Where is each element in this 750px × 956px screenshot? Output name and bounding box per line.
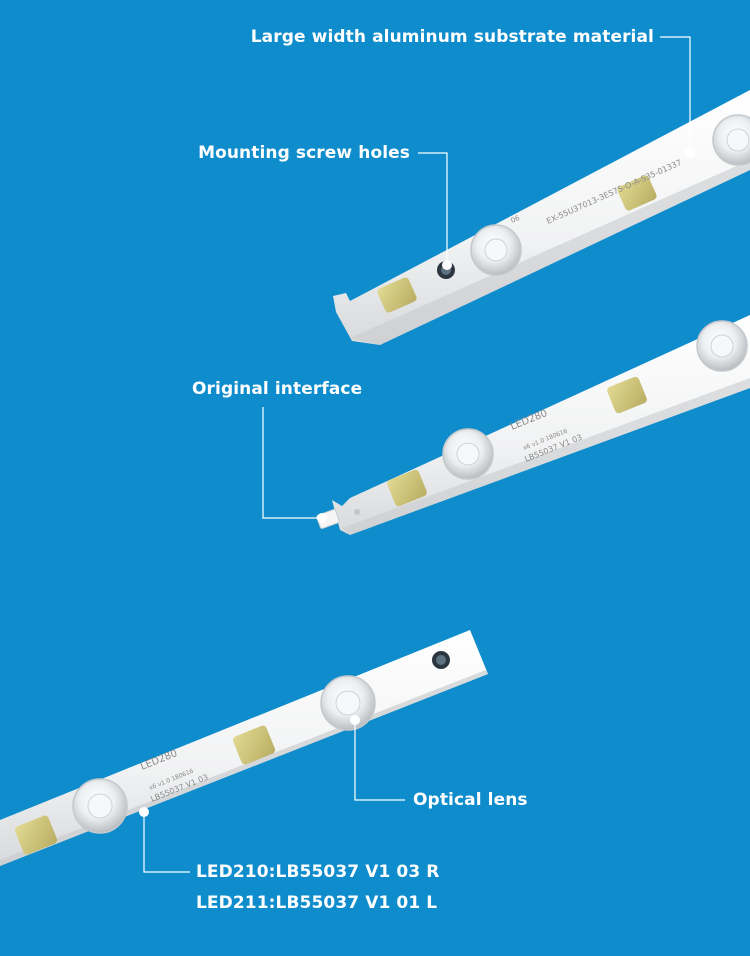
optical-lens xyxy=(696,320,748,372)
callout-dots xyxy=(139,148,695,817)
callout-lens: Optical lens xyxy=(413,790,528,810)
solder-pad xyxy=(377,277,417,313)
solder-pad xyxy=(387,469,427,507)
callout-model-r: LED210:LB55037 V1 03 R xyxy=(196,862,440,882)
leader-line-model xyxy=(143,812,190,873)
optical-lens xyxy=(442,428,494,480)
callout-model-l: LED211:LB55037 V1 01 L xyxy=(196,893,438,913)
callout-screw-holes: Mounting screw holes xyxy=(198,143,410,163)
solder-pad xyxy=(14,815,58,855)
strip-print-mark: 06 xyxy=(510,214,522,225)
leader-line-substrate xyxy=(660,36,691,153)
solder-pad xyxy=(607,376,647,414)
optical-lens xyxy=(320,675,376,731)
solder-pad xyxy=(617,175,657,211)
optical-lens xyxy=(72,778,128,834)
callout-dot xyxy=(442,260,452,270)
optical-lens xyxy=(470,224,522,276)
callout-dot xyxy=(317,513,327,523)
leader-line-interface xyxy=(262,407,322,519)
solder-pad xyxy=(232,725,276,765)
led-strip-middle: LED280 x6 v1.0 180616 LB55037 V1 03 xyxy=(316,315,750,535)
callout-lines xyxy=(143,36,691,873)
leader-line-lens xyxy=(354,720,405,801)
callout-dot xyxy=(350,715,360,725)
leader-line-screw-holes xyxy=(418,152,448,265)
optical-lens xyxy=(712,114,750,166)
callout-dot xyxy=(685,148,695,158)
callout-substrate: Large width aluminum substrate material xyxy=(250,27,654,47)
led-strip-bottom: LED280 x6 v1.0 180616 LB55037 V1 03 xyxy=(0,630,488,866)
callout-interface: Original interface xyxy=(192,379,363,399)
mounting-screw-hole xyxy=(432,651,450,669)
led-strip-top: EX-55U37013-3ES7S-O-A-S35-01337 06 xyxy=(333,90,750,345)
callout-dot xyxy=(139,807,149,817)
